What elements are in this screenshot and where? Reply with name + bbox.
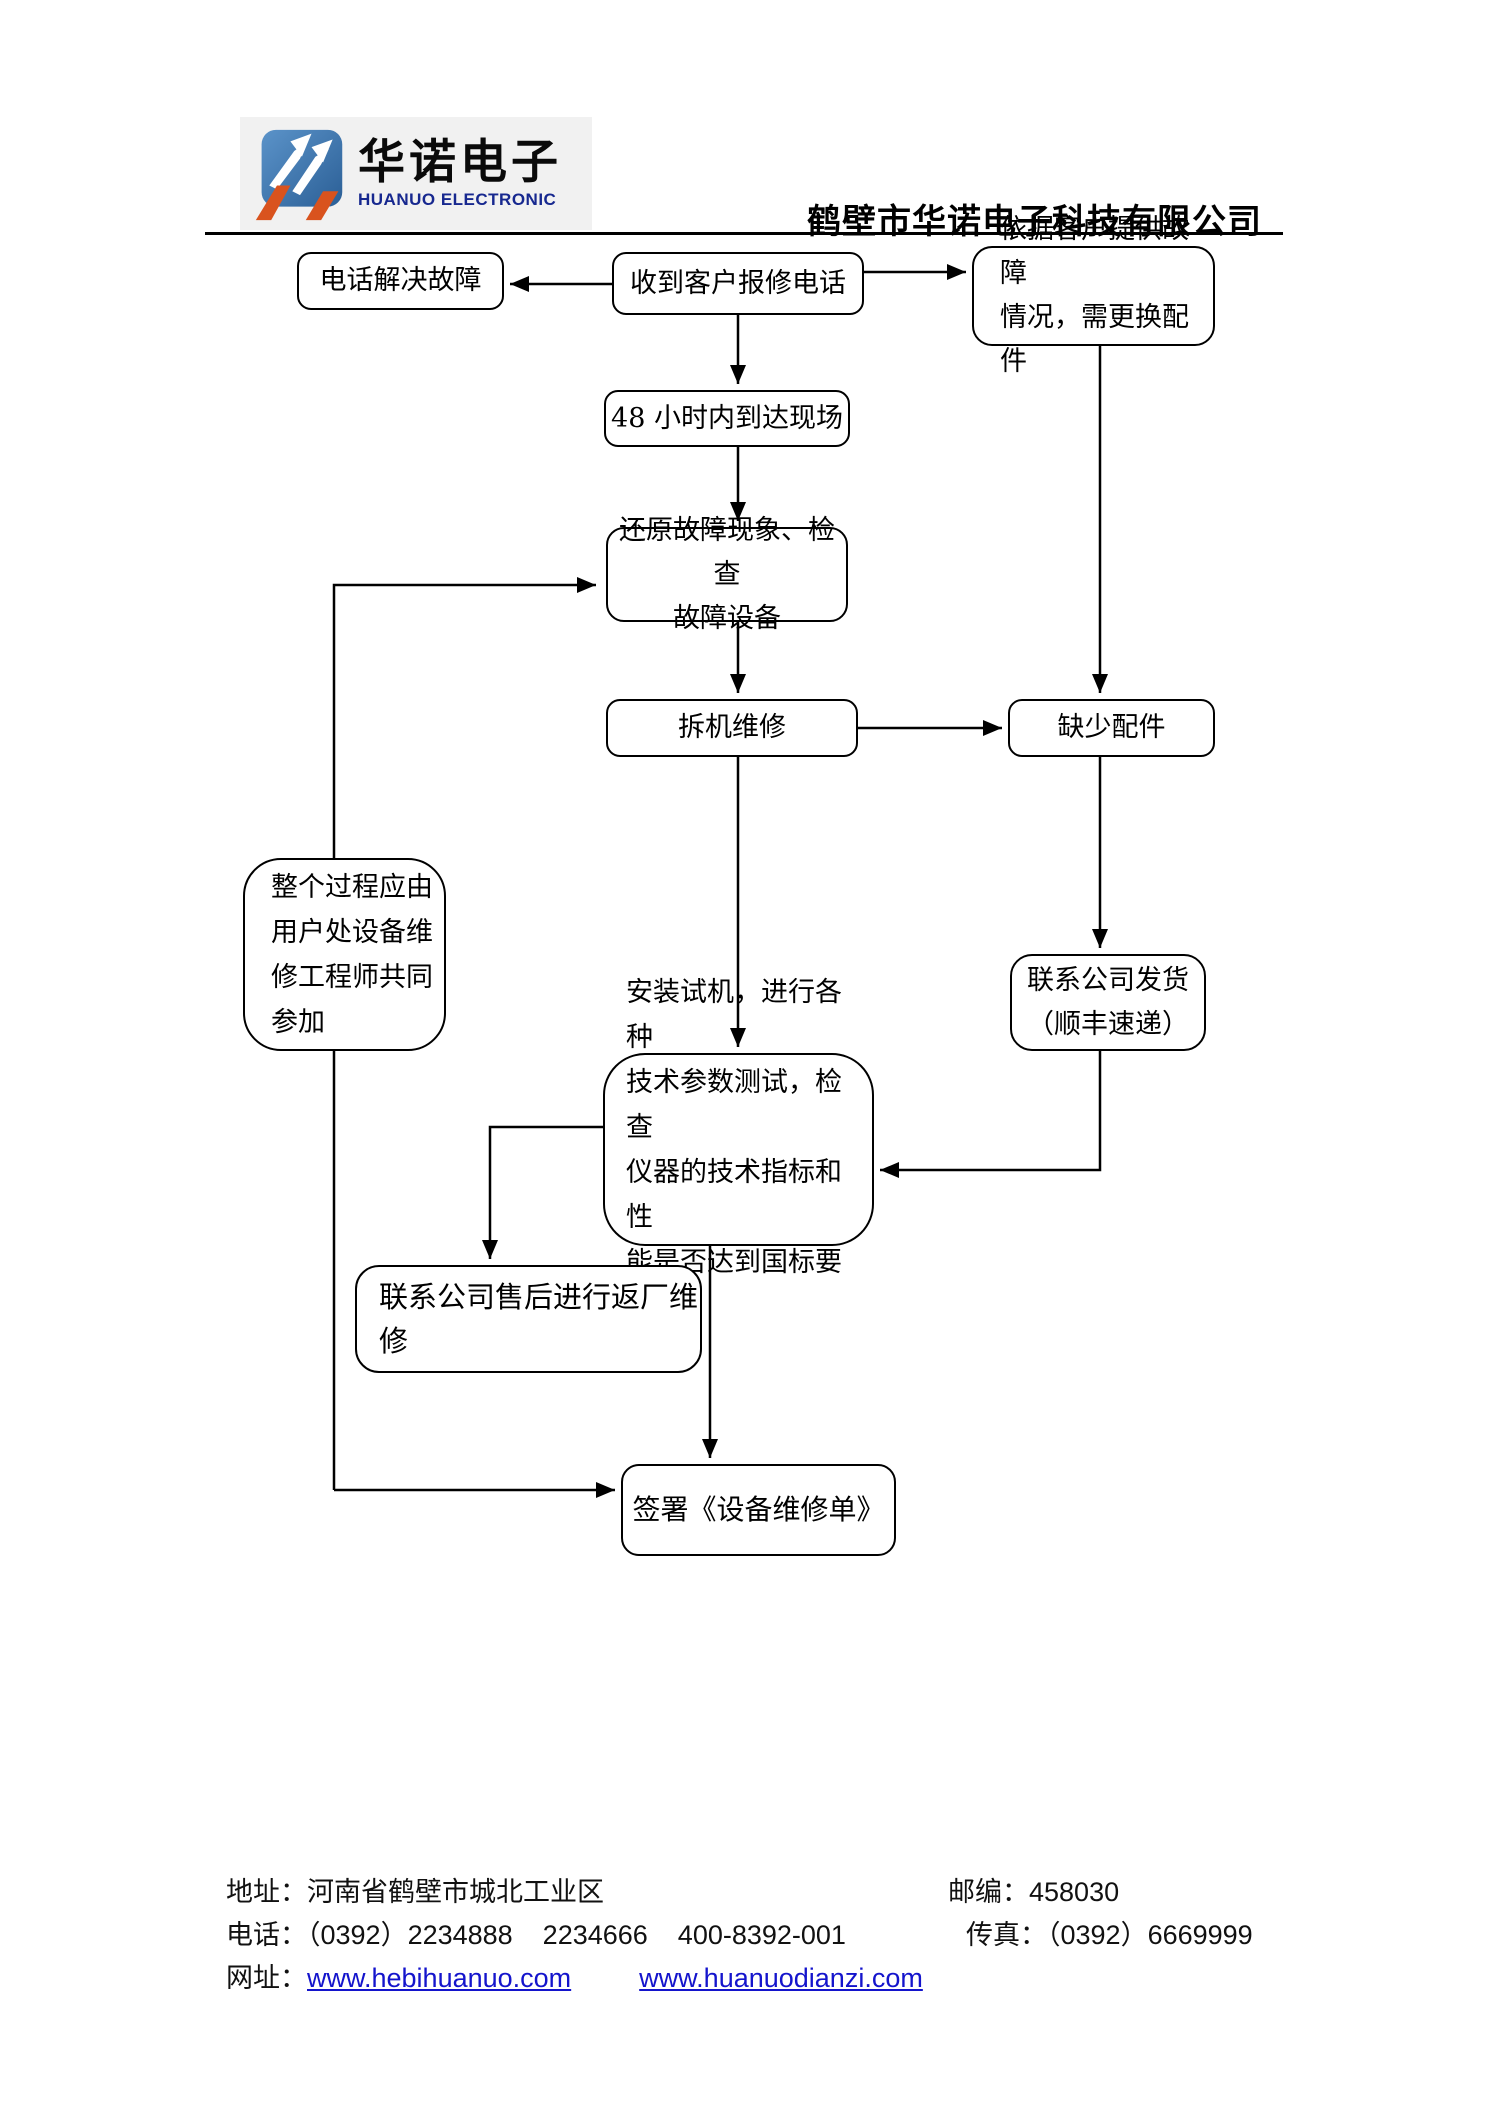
fax-value: （0392）6669999 bbox=[1047, 1920, 1253, 1950]
footer-postcode: 邮编：458030 bbox=[948, 1870, 1119, 1909]
web-label: 网址： bbox=[226, 1963, 307, 1993]
footer-websites: 网址：www.hebihuanuo.com www.huanuodianzi.co… bbox=[226, 1956, 923, 1995]
phone-label: 电话： bbox=[226, 1920, 307, 1950]
footer-fax: 传真：（0392）6669999 bbox=[966, 1913, 1253, 1952]
footer-phone: 电话：（0392）2234888 2234666 400-8392-001 bbox=[226, 1913, 846, 1952]
flow-node-restore-check: 还原故障现象、检查 故障设备 bbox=[606, 515, 848, 634]
flow-node-receive-call: 收到客户报修电话 bbox=[612, 252, 864, 315]
fax-label: 传真： bbox=[966, 1920, 1047, 1950]
node-line: 修 bbox=[379, 1324, 409, 1358]
node-line: 拆机维修 bbox=[678, 712, 786, 743]
huanuo-logo-icon bbox=[255, 129, 343, 220]
logo-name-en: HUANUO ELECTRONIC bbox=[358, 189, 557, 209]
flow-node-sign-repair-form: 签署《设备维修单》 bbox=[621, 1464, 896, 1556]
address-label: 地址： bbox=[226, 1877, 307, 1907]
node-line: 仪器的技术指标和性 bbox=[626, 1156, 842, 1233]
node-line: 电话解决故障 bbox=[319, 265, 482, 296]
arrow-annotation-to-restore bbox=[332, 577, 596, 1490]
logo-name-cn: 华诺电子 bbox=[358, 135, 562, 189]
node-line: 还原故障现象、检查 bbox=[619, 514, 835, 590]
address-value: 河南省鹤壁市城北工业区 bbox=[307, 1877, 604, 1907]
node-line: 整个过程应由 bbox=[271, 871, 433, 903]
website-link-2[interactable]: www.huanuodianzi.com bbox=[639, 1963, 923, 1993]
flow-node-return-factory: 联系公司售后进行返厂维 修 bbox=[355, 1265, 702, 1373]
header-divider bbox=[205, 232, 1283, 235]
node-line: 用户处设备维 bbox=[271, 916, 433, 948]
node-line: （顺丰速递） bbox=[1027, 1008, 1189, 1040]
node-line: 技术参数测试，检查 bbox=[626, 1066, 842, 1143]
flow-node-missing-parts: 缺少配件 bbox=[1008, 699, 1215, 757]
flow-node-company-ship: 联系公司发货 （顺丰速递） bbox=[1010, 954, 1206, 1051]
flow-node-phone-solve: 电话解决故障 bbox=[297, 252, 504, 310]
node-line: 签署《设备维修单》 bbox=[632, 1493, 885, 1526]
node-line: 收到客户报修电话 bbox=[630, 267, 846, 299]
flow-node-disassemble-repair: 拆机维修 bbox=[606, 699, 858, 757]
node-line: 依据客户提供故障 bbox=[1000, 214, 1189, 289]
flow-node-install-test: 安装试机，进行各种 技术参数测试，检查 仪器的技术指标和性 能是否达到国标要求 bbox=[603, 977, 874, 1323]
node-line: 48 小时内到达现场 bbox=[611, 402, 843, 434]
company-logo: 华诺电子 HUANUO ELECTRONIC bbox=[240, 117, 592, 230]
flow-node-arrive-48h: 48 小时内到达现场 bbox=[604, 390, 850, 447]
logo-text: 华诺电子 HUANUO ELECTRONIC bbox=[358, 137, 562, 209]
node-line: 安装试机，进行各种 bbox=[626, 976, 842, 1053]
node-line: 参加 bbox=[271, 1006, 325, 1038]
node-line: 情况，需更换配件 bbox=[1000, 302, 1189, 377]
footer-address: 地址：河南省鹤壁市城北工业区 bbox=[226, 1870, 604, 1909]
arrow-ship-to-install bbox=[880, 1051, 1102, 1178]
phone-value: （0392）2234888 2234666 400-8392-001 bbox=[307, 1920, 846, 1950]
node-line: 联系公司发货 bbox=[1027, 964, 1189, 996]
flow-node-whole-process-note: 整个过程应由 用户处设备维 修工程师共同 参加 bbox=[243, 858, 446, 1051]
flow-node-per-customer-fault: 依据客户提供故障 情况，需更换配件 bbox=[972, 214, 1215, 377]
node-line: 联系公司售后进行返厂维 bbox=[379, 1280, 699, 1314]
node-line: 缺少配件 bbox=[1057, 712, 1166, 743]
arrow-install-to-return-factory bbox=[482, 1125, 603, 1259]
website-link-1[interactable]: www.hebihuanuo.com bbox=[307, 1963, 572, 1993]
postcode-label: 邮编： bbox=[948, 1877, 1029, 1907]
node-line: 故障设备 bbox=[673, 602, 781, 634]
node-line: 修工程师共同 bbox=[271, 961, 433, 993]
postcode-value: 458030 bbox=[1029, 1877, 1120, 1907]
